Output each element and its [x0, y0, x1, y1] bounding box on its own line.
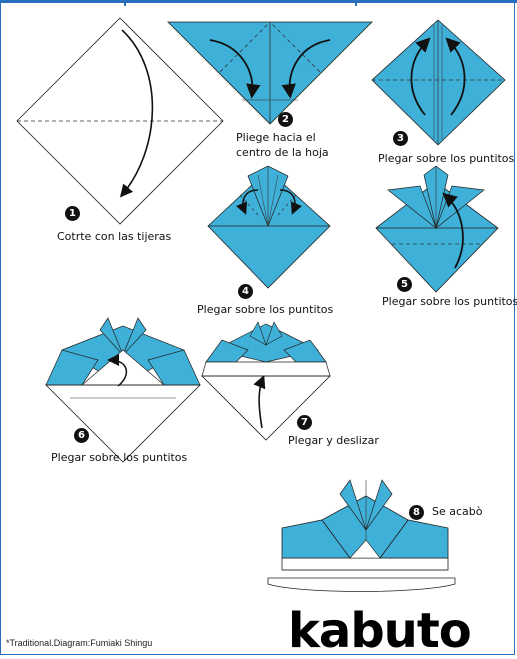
step-number-badge: 6	[74, 428, 89, 443]
step5-figure	[376, 166, 498, 292]
step-caption: Plegar y deslizar	[288, 434, 379, 448]
credit-line: *Traditional.Diagram:Fumiaki Shingu	[6, 638, 152, 648]
step-caption: centro de la hoja	[236, 146, 329, 160]
step-number-badge: 8	[409, 505, 424, 520]
step-caption: Plegar sobre los puntitos	[51, 451, 187, 465]
step6-figure	[46, 318, 200, 462]
step-caption: Se acabò	[432, 505, 483, 519]
step-number-badge: 3	[393, 131, 408, 146]
step-number-badge: 5	[397, 277, 412, 292]
page-title: kabuto	[288, 606, 471, 656]
step-number-badge: 1	[65, 206, 80, 221]
step-number-badge: 4	[238, 284, 253, 299]
step4-figure	[208, 166, 330, 288]
step-caption: Pliege hacia el	[236, 131, 316, 145]
step-number-badge: 2	[278, 112, 293, 127]
step-caption: Cotrte con las tijeras	[57, 230, 171, 244]
step3-figure	[372, 20, 505, 145]
step-number-badge: 7	[297, 415, 312, 430]
step1-figure	[17, 18, 223, 224]
step8-figure	[268, 480, 455, 592]
step-caption: Plegar sobre los puntitos	[382, 295, 517, 309]
step-caption: Plegar sobre los puntitos	[197, 303, 333, 317]
step-caption: Plegar sobre los puntitos	[378, 152, 514, 166]
